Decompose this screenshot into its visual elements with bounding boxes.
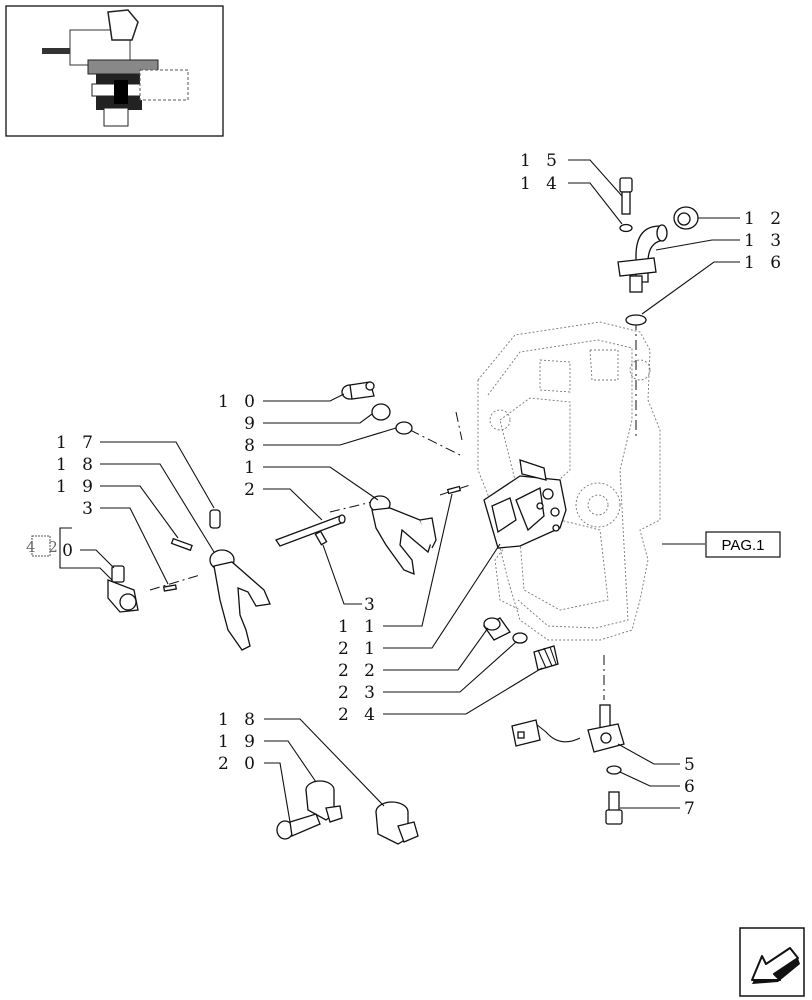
- reference-callout-42[interactable]: 4 2: [26, 535, 62, 557]
- washer-14: [619, 223, 633, 233]
- label-3-lower: 3: [364, 595, 380, 615]
- label-2: 2: [244, 480, 260, 500]
- label-20: 2 0: [218, 754, 260, 774]
- bolt-15: [619, 177, 633, 215]
- next-page-arrow-icon[interactable]: [739, 927, 805, 997]
- leader-lines: [59, 159, 740, 823]
- roll-pin-3a: [314, 530, 328, 546]
- callout-42-text: 4 2: [26, 538, 62, 556]
- clamp-19: [305, 780, 343, 823]
- label-6: 6: [684, 777, 700, 797]
- label-3-upper: 3: [82, 499, 98, 519]
- label-0: 0: [62, 541, 78, 561]
- transmission-assembly-thumbnail-icon: [42, 9, 189, 127]
- bolt-20: [276, 813, 321, 840]
- shift-fork-1: [369, 495, 437, 576]
- roll-pin-18a: [170, 537, 193, 552]
- spring-24: [533, 645, 559, 671]
- plug-12: [673, 206, 699, 230]
- shift-fork-18: [209, 549, 271, 651]
- label-12: 1 2: [744, 209, 786, 229]
- label-8: 8: [244, 436, 260, 456]
- label-14: 1 4: [520, 174, 562, 194]
- label-15: 1 5: [520, 151, 562, 171]
- o-ring-8: [395, 421, 413, 435]
- label-23: 2 3: [338, 683, 380, 703]
- shift-rail-2: [275, 514, 346, 547]
- label-19-upper: 1 9: [56, 477, 98, 497]
- bolt-7: [605, 791, 623, 825]
- label-10: 1 0: [218, 392, 260, 412]
- sensor-5: [511, 704, 625, 753]
- transmission-housing: [477, 321, 661, 641]
- plug-22: [483, 617, 511, 641]
- pin-17: [209, 509, 221, 529]
- label-5: 5: [684, 755, 700, 775]
- label-17: 1 7: [56, 433, 98, 453]
- label-13: 1 3: [744, 231, 786, 251]
- label-1: 1: [244, 458, 260, 478]
- bushing-9: [371, 403, 391, 421]
- roll-pin-11: [446, 485, 462, 495]
- label-11: 1 1: [338, 617, 380, 637]
- label-19-lower: 1 9: [218, 732, 260, 752]
- thumbnail-frame: [5, 5, 224, 137]
- selector-0: [107, 565, 139, 613]
- label-16: 1 6: [744, 253, 786, 273]
- label-21: 2 1: [338, 639, 380, 659]
- label-22: 2 2: [338, 661, 380, 681]
- washer-6: [606, 765, 622, 775]
- o-ring-16: [625, 314, 647, 326]
- label-18-lower: 1 8: [218, 710, 260, 730]
- part-labels: 1 5 1 4 1 2 1 3 1 6 1 0 9 8 1 2 1 7 1 8 …: [56, 151, 786, 819]
- label-9: 9: [244, 414, 260, 434]
- label-24: 2 4: [338, 705, 380, 725]
- label-7: 7: [684, 799, 700, 819]
- assembly-axes: [149, 320, 637, 700]
- spring-pin-3: [162, 584, 178, 592]
- detent-ball-23: [512, 632, 528, 644]
- label-18-upper: 1 8: [56, 455, 98, 475]
- cover-plate-21: [483, 459, 567, 549]
- clamp-18: [375, 801, 419, 845]
- page-reference-button[interactable]: PAG.1: [705, 531, 781, 558]
- page-reference-label: PAG.1: [721, 537, 764, 554]
- stud-10: [341, 381, 375, 400]
- elbow-pipe-13: [617, 224, 668, 293]
